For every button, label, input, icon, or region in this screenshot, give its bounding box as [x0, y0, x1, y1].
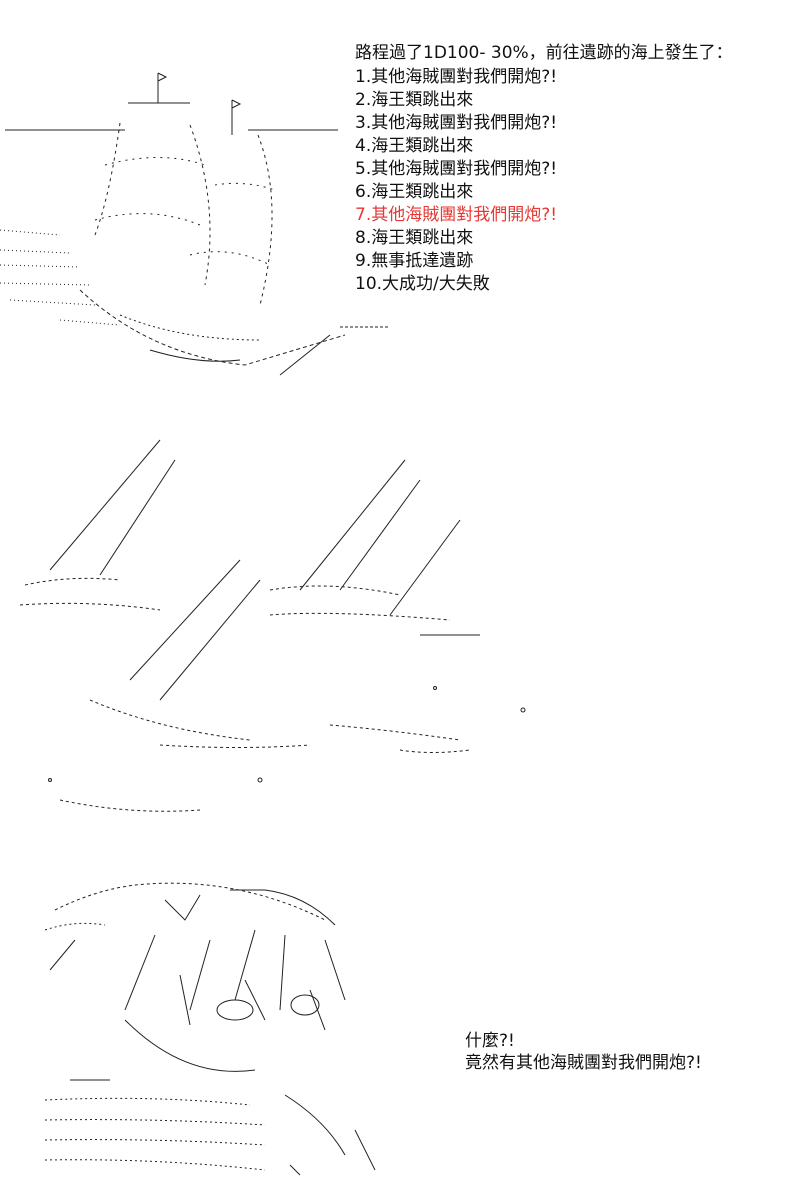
- surprised-character-ascii-art: [35, 880, 395, 1180]
- dialogue-line-2: 竟然有其他海賊團對我們開炮?!: [465, 1053, 702, 1073]
- event-item-selected: 7.其他海賊團對我們開炮?!: [355, 205, 558, 225]
- event-item: 6.海王類跳出來: [355, 182, 474, 202]
- dialogue-line-1: 什麼?!: [465, 1031, 515, 1051]
- event-item: 2.海王類跳出來: [355, 90, 474, 110]
- pirate-ship-ascii-art: [0, 55, 400, 415]
- event-item: 10.大成功/大失敗: [355, 274, 490, 294]
- event-table: 路程過了1D100- 30%，前往遺跡的海上發生了： 1.其他海賊團對我們開炮?…: [355, 42, 795, 296]
- event-item: 3.其他海賊團對我們開炮?!: [355, 113, 558, 133]
- event-table-heading: 路程過了1D100- 30%，前往遺跡的海上發生了：: [355, 43, 733, 63]
- event-item: 5.其他海賊團對我們開炮?!: [355, 159, 558, 179]
- event-item: 9.無事抵達遺跡: [355, 251, 474, 271]
- cannon-fire-ascii-art: [10, 430, 530, 830]
- event-item: 1.其他海賊團對我們開炮?!: [355, 67, 558, 87]
- event-item: 8.海王類跳出來: [355, 228, 474, 248]
- event-item: 4.海王類跳出來: [355, 136, 474, 156]
- event-list: 1.其他海賊團對我們開炮?! 2.海王類跳出來 3.其他海賊團對我們開炮?! 4.海王…: [355, 66, 795, 296]
- character-dialogue: 什麼?! 竟然有其他海賊團對我們開炮?!: [465, 1030, 785, 1074]
